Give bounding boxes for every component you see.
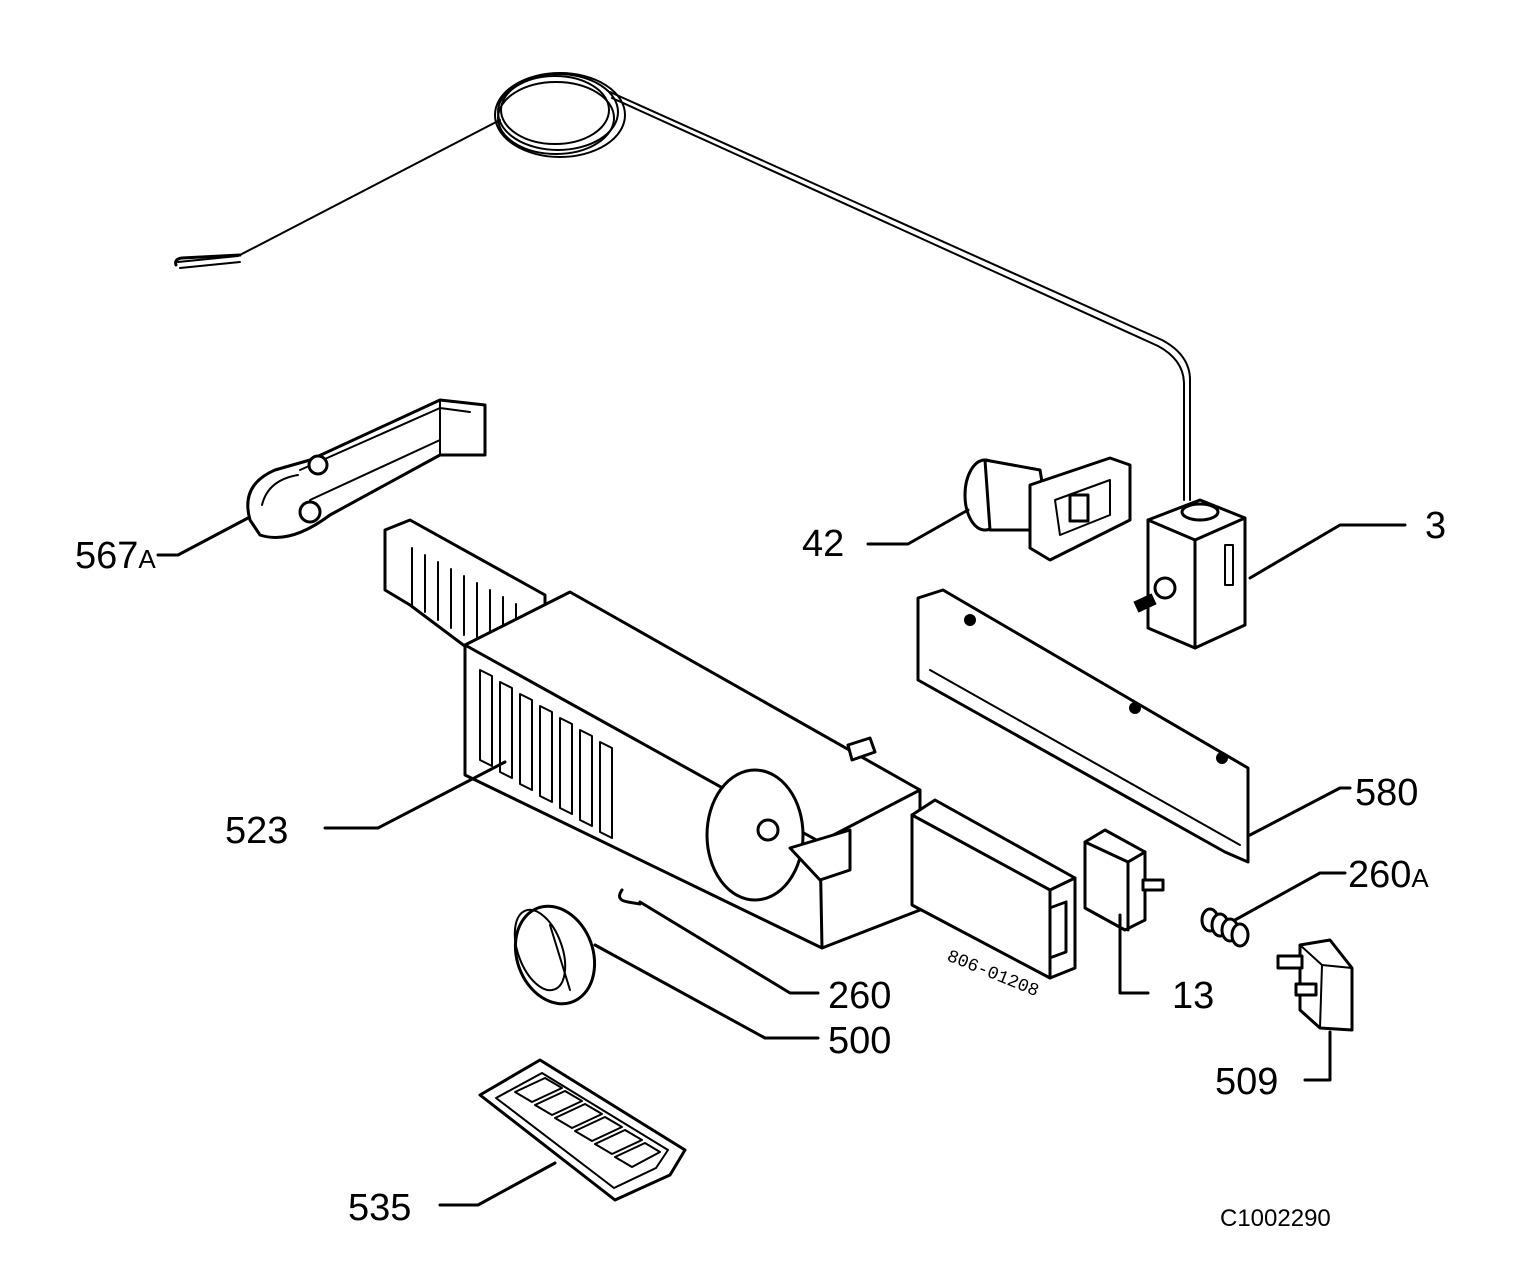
part-567a-lever — [246, 398, 487, 539]
part-260a-spring — [1200, 907, 1250, 948]
label-260: 260 — [828, 975, 891, 1017]
part-42-lamp-holder — [963, 456, 1132, 562]
label-580: 580 — [1355, 772, 1418, 814]
label-535: 535 — [348, 1187, 411, 1229]
capillary-tube — [174, 72, 1191, 501]
label-42: 42 — [802, 523, 844, 565]
part-block-806: 806-01208 — [910, 798, 1077, 1002]
label-509: 509 — [1215, 1061, 1278, 1103]
part-523-housing — [383, 518, 922, 950]
part-labels: 567A 42 3 523 580 260A 13 260 500 509 53… — [75, 505, 1446, 1229]
label-3: 3 — [1425, 505, 1446, 547]
part-509-connector — [1276, 938, 1354, 1032]
part-13-switch — [1083, 828, 1165, 932]
part-3-thermostat — [1133, 498, 1247, 650]
label-260a: 260A — [1348, 854, 1429, 896]
leader-lines — [156, 508, 1407, 1207]
document-id: C1002290 — [1220, 1205, 1331, 1232]
label-523: 523 — [225, 810, 288, 852]
label-13: 13 — [1172, 975, 1214, 1017]
part-260-clip — [618, 888, 642, 906]
part-580-board — [916, 588, 1250, 864]
part-535-grille — [478, 1058, 687, 1202]
label-500: 500 — [828, 1020, 891, 1062]
part-500-knob — [513, 904, 597, 1006]
label-567a: 567A — [75, 535, 156, 577]
